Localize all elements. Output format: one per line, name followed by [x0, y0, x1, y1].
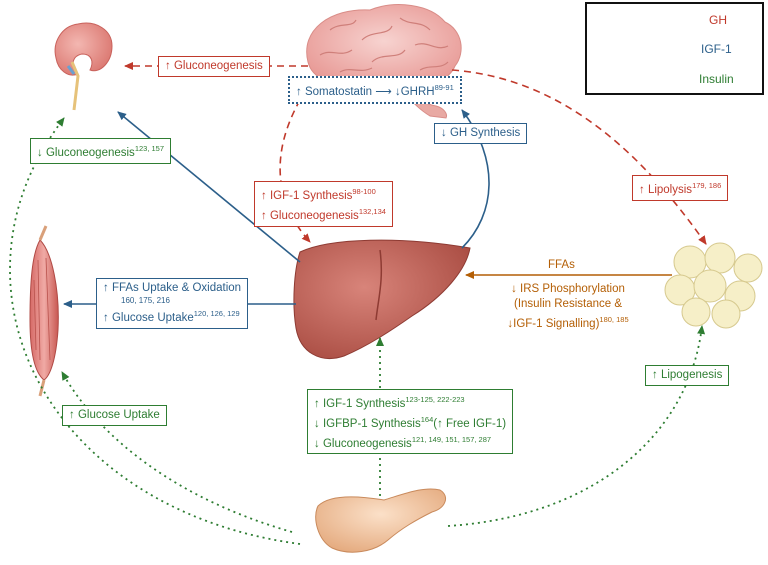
igf1-synthesis-red-refs: 98-100	[352, 187, 376, 196]
glucose-uptake-green-text: ↑ Glucose Uptake	[69, 409, 160, 421]
irs-phosphorylation-label: ↓ IRS Phosphorylation (Insulin Resistanc…	[482, 282, 654, 332]
lipolysis-refs: 179, 186	[692, 181, 722, 190]
legend-insulin-label: Insulin	[699, 72, 734, 86]
glucose-uptake-blue-refs: 120, 126, 129	[193, 309, 240, 318]
gluconeogenesis-green-refs: 121, 149, 151, 157, 287	[411, 434, 492, 444]
gluconeogenesis-down-text: ↓ Gluconeogenesis	[37, 146, 135, 159]
gh-arrow-brain-liver	[279, 99, 311, 243]
gluconeogenesis-down-box: ↓ Gluconeogenesis123, 157	[30, 138, 172, 164]
irs-line-1: ↓ IRS Phosphorylation	[511, 283, 625, 295]
pancreas-illustration	[315, 488, 447, 553]
gh-synthesis-box: ↓ GH Synthesis	[434, 123, 528, 144]
ffas-uptake-refs: 160, 175, 216	[121, 296, 170, 305]
igfbp1-synthesis-refs: 164	[420, 414, 434, 424]
igf1-synthesis-green-refs: 123-125, 222-223	[405, 395, 465, 404]
glucose-uptake-blue-text: ↑ Glucose Uptake	[103, 311, 194, 324]
insulin-arrow-pancreas-adipose	[447, 325, 706, 527]
gluconeogenesis-green-text: ↓ Gluconeogenesis	[314, 437, 412, 450]
somatostatin-refs: 89-91	[434, 83, 454, 92]
legend-gh-label: GH	[709, 13, 727, 27]
ffas-label: FFAs	[548, 259, 575, 271]
ffas-uptake-text: ↑ FFAs Uptake & Oxidation	[103, 282, 242, 294]
somatostatin-text: ↑ Somatostatin ⟶ ↓GHRH	[296, 85, 435, 98]
gluconeogenesis-red-text: ↑ Gluconeogenesis	[261, 209, 359, 222]
gh-synthesis-text: ↓ GH Synthesis	[441, 127, 521, 139]
gh-arrow-brain-adipose	[451, 69, 707, 245]
gluconeogenesis-down-refs: 123, 157	[134, 144, 165, 153]
lipogenesis-text: ↑ Lipogenesis	[652, 369, 723, 381]
free-igf1-text: (↑ Free IGF-1)	[433, 417, 507, 430]
kidney-illustration	[54, 22, 113, 111]
muscle-igf1-effects-box: ↑ FFAs Uptake & Oxidation 160, 175, 216 …	[96, 278, 249, 329]
legend-igf1-label: IGF-1	[701, 42, 732, 56]
igf1-synthesis-red-text: ↑ IGF-1 Synthesis	[261, 189, 353, 202]
insulin-arrow-pancreas-kidney	[9, 117, 301, 545]
somatostatin-box: ↑ Somatostatin ⟶ ↓GHRH89-91	[288, 76, 462, 104]
liver-gh-effects-box: ↑ IGF-1 Synthesis98-100 ↑ Gluconeogenesi…	[254, 181, 393, 227]
adipose-illustration	[664, 242, 763, 329]
igf1-arrow-liver-kidney	[117, 111, 301, 263]
lipogenesis-box: ↑ Lipogenesis	[645, 365, 730, 386]
liver-insulin-effects-box: ↑ IGF-1 Synthesis123-125, 222-223 ↓ IGFB…	[307, 389, 514, 455]
legend: GH IGF-1 Insulin	[585, 2, 764, 95]
insulin-arrow-pancreas-muscle	[61, 371, 293, 533]
muscle-illustration	[29, 225, 59, 397]
irs-line-3: ↓IGF-1 Signalling)	[507, 317, 600, 330]
gluconeogenesis-up-text: ↑ Gluconeogenesis	[165, 60, 263, 72]
lipolysis-text: ↑ Lipolysis	[639, 183, 693, 196]
igf1-synthesis-green-text: ↑ IGF-1 Synthesis	[314, 397, 406, 410]
liver-illustration	[293, 239, 471, 359]
lipolysis-box: ↑ Lipolysis179, 186	[632, 175, 729, 201]
igfbp1-synthesis-text: ↓ IGFBP-1 Synthesis	[314, 417, 421, 430]
gluconeogenesis-up-box: ↑ Gluconeogenesis	[158, 56, 270, 77]
gluconeogenesis-red-refs: 132,134	[358, 206, 386, 216]
glucose-uptake-green-box: ↑ Glucose Uptake	[62, 405, 167, 426]
irs-line-2: (Insulin Resistance &	[513, 298, 623, 310]
irs-refs: 180, 185	[599, 315, 629, 324]
